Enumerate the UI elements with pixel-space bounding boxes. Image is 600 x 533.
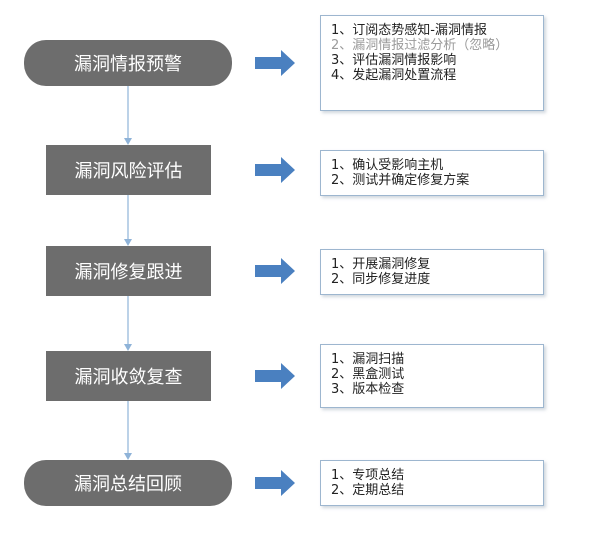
detail-item: 1、订阅态势感知-漏洞情报 (331, 23, 487, 38)
connector-arrowhead-icon (124, 344, 132, 351)
connector-arrowhead-icon (124, 138, 132, 145)
right-arrow-icon (255, 363, 295, 389)
detail-item: 3、评估漏洞情报影响 (331, 53, 457, 68)
detail-item: 2、黑盒测试 (331, 367, 405, 382)
stage-label: 漏洞收敛复查 (74, 367, 183, 388)
connector-arrowhead-icon (124, 453, 132, 460)
detail-item: 1、开展漏洞修复 (331, 257, 431, 272)
stage-box-3: 漏洞修复跟进 (46, 246, 211, 296)
stage-label: 漏洞总结回顾 (74, 474, 182, 495)
stage-box-1: 漏洞情报预警 (24, 40, 232, 86)
stage-box-4: 漏洞收敛复查 (46, 351, 211, 401)
detail-item: 1、专项总结 (331, 468, 405, 483)
right-arrow-icon (255, 258, 295, 284)
right-arrow-icon (255, 470, 295, 496)
stage-box-2: 漏洞风险评估 (46, 145, 211, 195)
stage-label: 漏洞修复跟进 (74, 262, 183, 283)
detail-item: 2、定期总结 (331, 483, 405, 498)
stage-label: 漏洞风险评估 (74, 161, 183, 182)
right-arrow-icon (255, 50, 295, 76)
detail-item: 1、确认受影响主机 (331, 158, 444, 173)
connector-arrowhead-icon (124, 239, 132, 246)
detail-item: 4、发起漏洞处置流程 (331, 68, 457, 83)
stage-label: 漏洞情报预警 (74, 54, 182, 75)
detail-item: 2、测试并确定修复方案 (331, 173, 470, 188)
detail-item: 3、版本检查 (331, 382, 405, 397)
right-arrow-icon (255, 157, 295, 183)
stage-box-5: 漏洞总结回顾 (24, 460, 232, 506)
detail-item: 2、漏洞情报过滤分析（忽略） (331, 38, 509, 53)
detail-item: 1、漏洞扫描 (331, 352, 405, 367)
detail-item: 2、同步修复进度 (331, 272, 431, 287)
